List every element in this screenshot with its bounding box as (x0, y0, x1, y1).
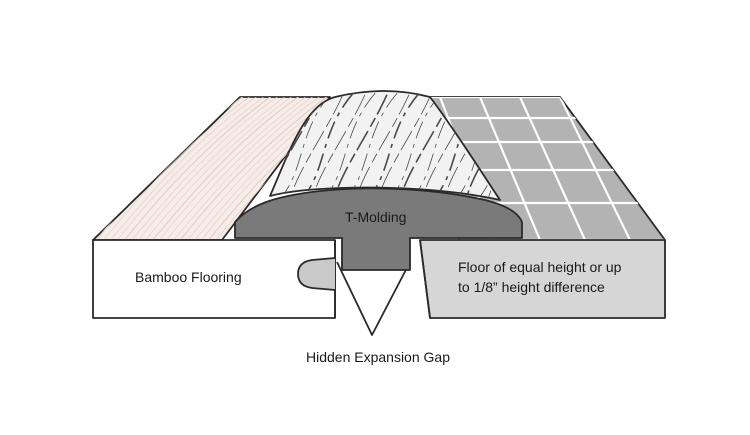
bamboo-grain-line (129, 97, 281, 240)
molding-grain-line (289, 91, 346, 200)
gap-indicator-v (336, 261, 411, 336)
bamboo-grain-line (206, 97, 330, 240)
bamboo-grain-line (122, 97, 274, 240)
molding-grain-line (278, 91, 335, 200)
molding-grain-line (355, 91, 412, 200)
molding-grain-line (377, 91, 434, 200)
bamboo-flooring-label: Bamboo Flooring (135, 269, 242, 285)
bamboo-edge-notch (297, 257, 336, 291)
bamboo-grain-line (115, 97, 267, 240)
t-molding-label: T-Molding (345, 209, 406, 225)
bamboo-grain-line (164, 97, 316, 240)
molding-grain-line (311, 91, 368, 200)
gap-right-wall (419, 239, 431, 319)
molding-grain-line (300, 91, 357, 200)
tile-grout-line (559, 97, 631, 240)
right-floor-label-line1: Floor of equal height or up (458, 259, 622, 275)
bamboo-grain-line (101, 97, 253, 240)
right-floor-label-line2: to 1/8” height difference (458, 279, 605, 295)
t-molding-profile (234, 187, 523, 271)
bamboo-grain-line (171, 97, 323, 240)
tile-grout-line (518, 97, 587, 240)
molding-grain-line (476, 91, 500, 200)
bamboo-grain-line (157, 97, 309, 240)
hidden-expansion-gap-label: Hidden Expansion Gap (306, 349, 450, 365)
t-molding: T-Molding (234, 90, 523, 271)
bamboo-grain-line (136, 97, 288, 240)
bamboo-grain-line (178, 97, 330, 240)
bamboo-grain-line (150, 97, 302, 240)
bamboo-grain-line (108, 97, 260, 240)
tile-grout-line (478, 97, 542, 240)
bamboo-grain-line (143, 97, 295, 240)
molding-grain-line (333, 91, 390, 200)
